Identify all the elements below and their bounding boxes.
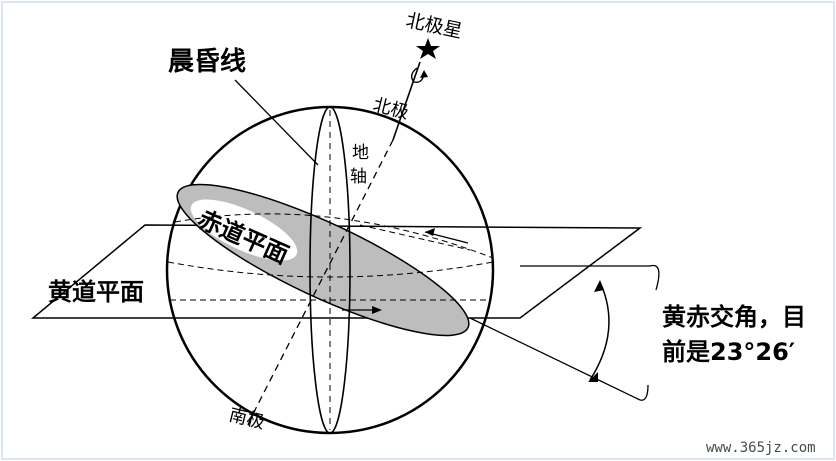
earth-axis-label-char1: 地 <box>352 143 369 163</box>
obliquity-label-line2: 前是23°26′ <box>662 338 795 366</box>
earth-axis-label: 地 轴 <box>350 143 369 187</box>
equator-inner-dash <box>359 224 471 251</box>
bracket-bottom <box>639 384 649 401</box>
spin-arrowhead-icon <box>420 70 428 78</box>
obliquity-arc-head-bottom <box>588 372 598 382</box>
south-pole-label: 南极 <box>227 404 267 433</box>
terminator-label: 晨昏线 <box>168 47 246 77</box>
ecliptic-plane-label: 黄道平面 <box>48 278 144 306</box>
rotation-arrowhead-lower <box>372 306 382 314</box>
terminator-circle <box>309 106 351 434</box>
equatorial-plane <box>176 183 470 337</box>
equatorial-label-backdrop <box>190 199 298 261</box>
spin-direction-icon <box>410 67 425 84</box>
earth-axis-upper <box>392 61 421 141</box>
bracket-top <box>649 264 660 291</box>
earth-axis-inner <box>254 139 394 411</box>
polaris-star-icon <box>416 38 440 59</box>
terminator-leader <box>234 79 319 166</box>
watermark: www.365jz.com <box>706 440 816 456</box>
equator-extension-line <box>469 317 641 401</box>
obliquity-label-line1: 黄赤交角，目 <box>662 303 806 331</box>
earth-axis-label-char2: 轴 <box>350 167 367 187</box>
rotation-arrowhead-upper <box>425 228 435 236</box>
ecliptic-plane <box>30 224 643 319</box>
obliquity-arc-head-top <box>594 280 604 292</box>
north-pole-label: 北极 <box>371 94 411 123</box>
dashed-latitude-upper <box>174 213 494 259</box>
polaris-label: 北极星 <box>404 9 464 42</box>
earth-axis-lower <box>247 409 256 426</box>
obliquity-arc <box>589 281 610 381</box>
